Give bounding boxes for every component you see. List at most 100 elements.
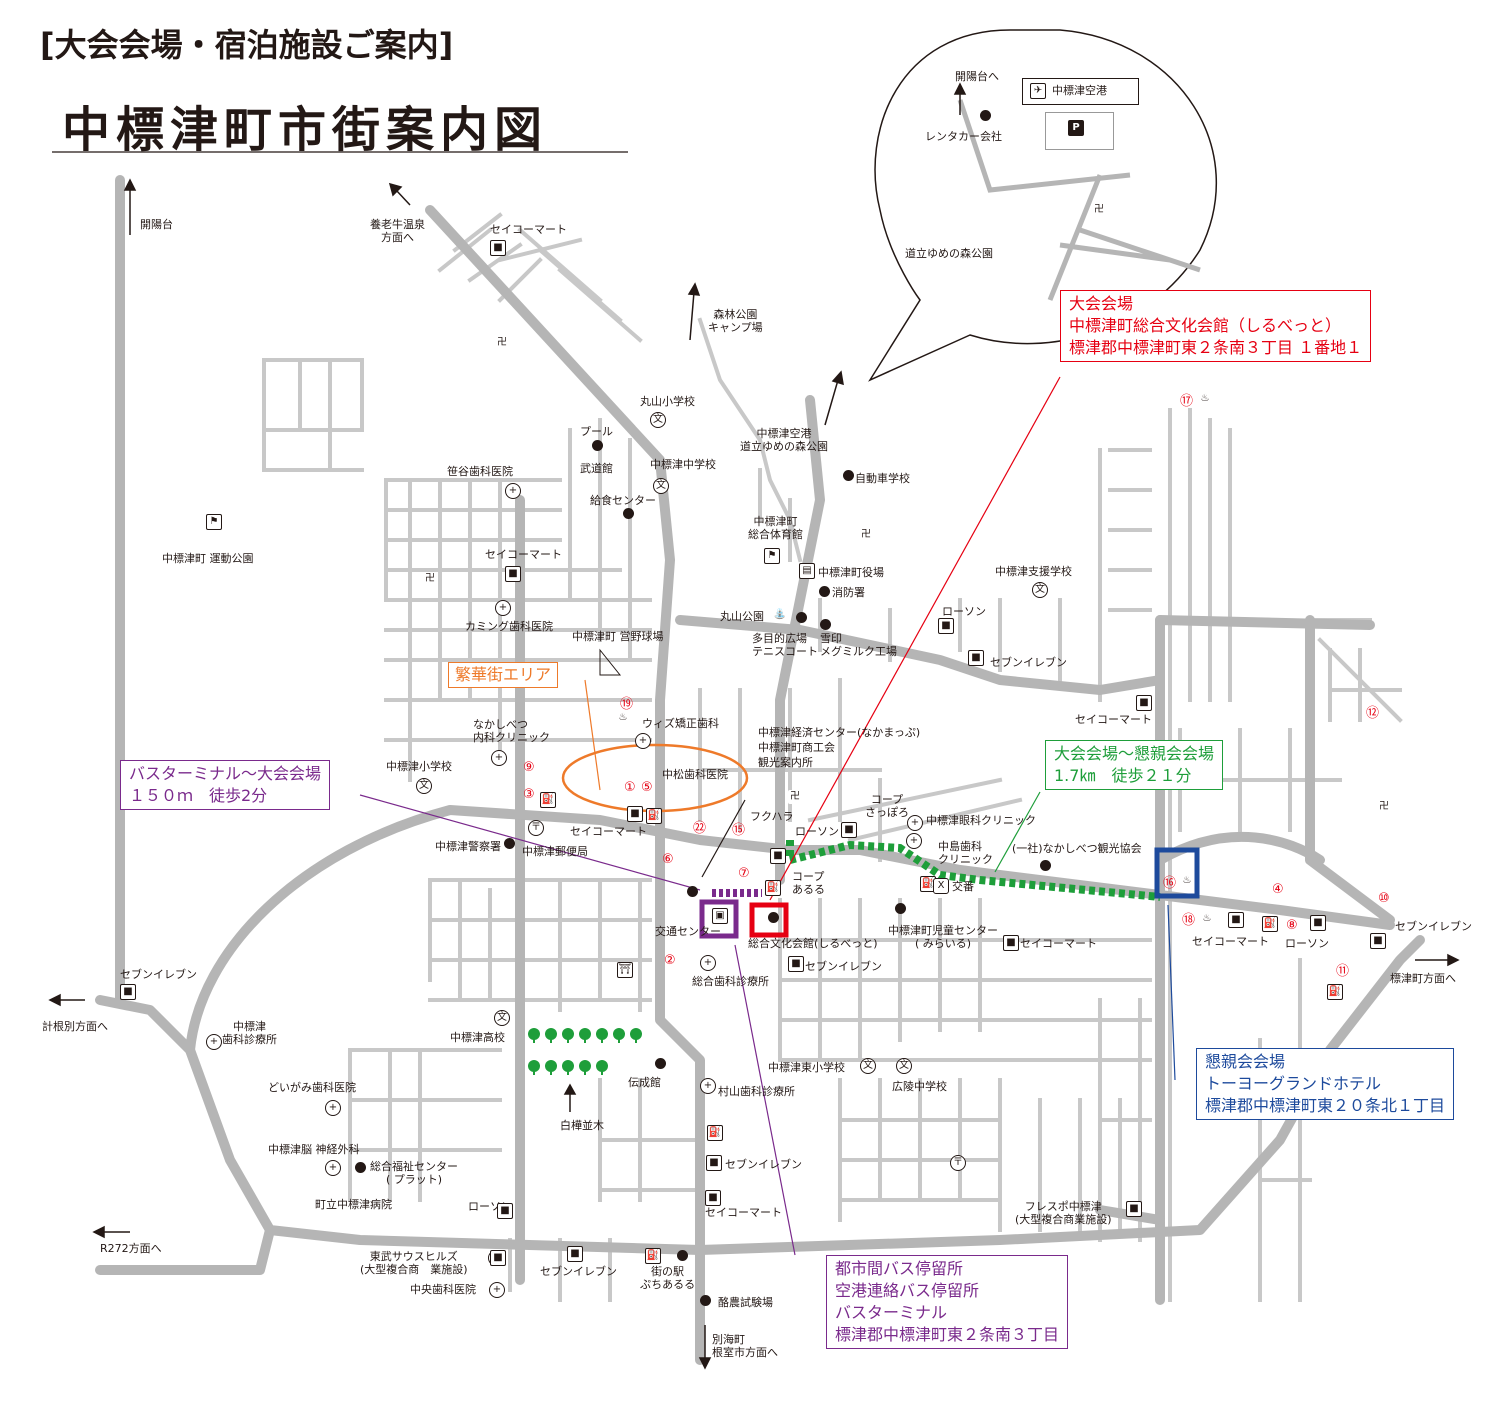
place-label: (一社)なかしべつ観光協会	[1012, 842, 1142, 855]
tree-icon	[562, 1060, 574, 1075]
place-label: ローソン	[795, 825, 839, 838]
store-icon: ■	[938, 618, 954, 634]
venue-square	[749, 902, 789, 938]
marker-16: ⑯	[1163, 876, 1177, 891]
tree-icon	[613, 1028, 625, 1043]
place-label: コープ さっぽろ	[865, 793, 909, 819]
place-label: なかしべつ 内科クリニック	[473, 718, 550, 744]
walk-purple-callout: バスターミナル～大会会場 １５０ｍ 徒歩2分	[120, 760, 331, 810]
place-label: 中標津 歯科診療所	[222, 1020, 277, 1046]
place-label: セイコーマート	[1075, 713, 1152, 726]
hospital-icon: +	[325, 1160, 341, 1176]
facility-dot	[504, 838, 515, 849]
bubble-kaiyodai-label: 開陽台へ	[955, 70, 999, 83]
marker-7: ⑦	[738, 866, 750, 881]
place-label: 街の駅 ぷちあるる	[640, 1265, 696, 1291]
party-line-2: トーヨーグランドホテル	[1205, 1074, 1382, 1093]
store-icon: ■	[490, 240, 506, 256]
store-icon: ■	[1370, 933, 1386, 949]
dir-shinrin: 森林公園 キャンプ場	[708, 308, 763, 334]
facility-dot	[655, 1058, 666, 1069]
place-label: セイコーマート	[705, 1206, 782, 1219]
tree-icon	[528, 1028, 540, 1043]
place-label: 給食センター	[590, 494, 656, 507]
shrine-icon: 卍	[495, 336, 509, 350]
venue-line-1: 大会会場	[1069, 294, 1134, 313]
school-icon: 文	[1032, 582, 1048, 598]
tree-icon	[630, 1028, 642, 1043]
place-label: 交番	[952, 880, 974, 893]
store-icon: ■	[505, 566, 521, 582]
marker-8: ⑧	[1286, 918, 1298, 933]
facility-dot	[843, 470, 854, 481]
facility-dot	[677, 1250, 688, 1261]
place-label: ウィズ矯正歯科	[642, 717, 719, 730]
place-label: 酪農試験場	[718, 1296, 773, 1309]
place-label: 中標津支援学校	[995, 565, 1072, 578]
school-icon: 文	[416, 778, 432, 794]
place-label: 中央歯科医院	[410, 1283, 476, 1296]
marker-6: ⑥	[662, 852, 674, 867]
hospital-icon: +	[907, 815, 923, 831]
school-icon: 文	[650, 412, 666, 428]
store-icon: ■	[841, 822, 857, 838]
facility-dot	[819, 586, 830, 597]
map-subtitle: [大会会場・宿泊施設ご案内]	[40, 26, 454, 64]
place-label: 中標津町 総合体育館	[748, 515, 803, 541]
place-label: ローソン	[942, 605, 986, 618]
facility-dot	[820, 619, 831, 630]
rentacar-dot	[980, 110, 991, 121]
place-label: 中標津町 運動公園	[162, 552, 254, 565]
hotel-square	[1154, 847, 1200, 899]
place-label: 丸山公園	[720, 610, 764, 623]
bubble-airport-label: 中標津空港	[1052, 84, 1107, 97]
walk-purple-line-1: バスターミナル～大会会場	[129, 764, 322, 783]
place-label: 中島歯科 クリニック	[938, 840, 993, 866]
place-label: ローソン	[1285, 937, 1329, 950]
school-icon: 文	[860, 1058, 876, 1074]
store-icon: ■	[1003, 935, 1019, 951]
marker-12: ⑫	[1366, 706, 1380, 721]
police-box-icon: 〒	[950, 1155, 966, 1171]
gas-station-icon: ⛽	[646, 808, 662, 824]
marker-22: ㉒	[693, 821, 707, 836]
school-icon: 文	[896, 1058, 912, 1074]
sports-icon: ⚑	[764, 548, 780, 564]
shrine-icon: 卍	[423, 572, 437, 586]
gas-station-icon: ⛽	[1262, 916, 1278, 932]
place-label: 中標津経済センター(なかまっぷ) 中標津町商工会 観光案内所	[758, 726, 921, 769]
place-label: どいがみ歯科医院	[268, 1081, 356, 1094]
place-label: 総合歯科診療所	[692, 975, 769, 988]
place-label: 多目的広場 テニスコート	[752, 632, 818, 658]
place-label: セイコーマート	[485, 548, 562, 561]
marker-5: ⑤	[641, 780, 653, 795]
school-icon: 文	[494, 1010, 510, 1026]
dir-betsukai: 別海町 根室市方面へ	[712, 1333, 778, 1359]
marker-2: ②	[664, 953, 676, 968]
bus-terminal-square	[699, 899, 739, 939]
bus-icon: ▣	[712, 908, 728, 924]
sports-icon: ⚑	[206, 514, 222, 530]
dir-shibetsu: 標津町方面へ	[1390, 972, 1456, 985]
facility-dot	[592, 440, 603, 451]
place-label: セブンイレブン	[540, 1265, 617, 1278]
shrine-icon: 卍	[788, 790, 802, 804]
place-label: 村山歯科診療所	[718, 1085, 795, 1098]
shrine-icon: 卍	[1092, 203, 1106, 217]
place-label: 広陵中学校	[892, 1080, 947, 1093]
shrine-icon: 卍	[859, 528, 873, 542]
place-label: 中標津東小学校	[768, 1061, 845, 1074]
place-label: プール	[580, 425, 613, 438]
place-label: 中標津眼科クリニック	[926, 814, 1036, 827]
hospital-icon: +	[489, 1282, 505, 1298]
facility-dot	[768, 912, 779, 923]
bus-line-2: 空港連絡バス停留所	[835, 1281, 980, 1300]
store-icon: ■	[1310, 915, 1326, 931]
facility-dot	[700, 1295, 711, 1306]
parking-icon: P	[1068, 120, 1084, 136]
downtown-callout: 繁華街エリア	[448, 662, 559, 688]
store-icon: ■	[1136, 695, 1152, 711]
hospital-icon: +	[491, 750, 507, 766]
page-title: 中標津町市街案内図	[62, 102, 549, 158]
facility-dot	[623, 508, 634, 519]
